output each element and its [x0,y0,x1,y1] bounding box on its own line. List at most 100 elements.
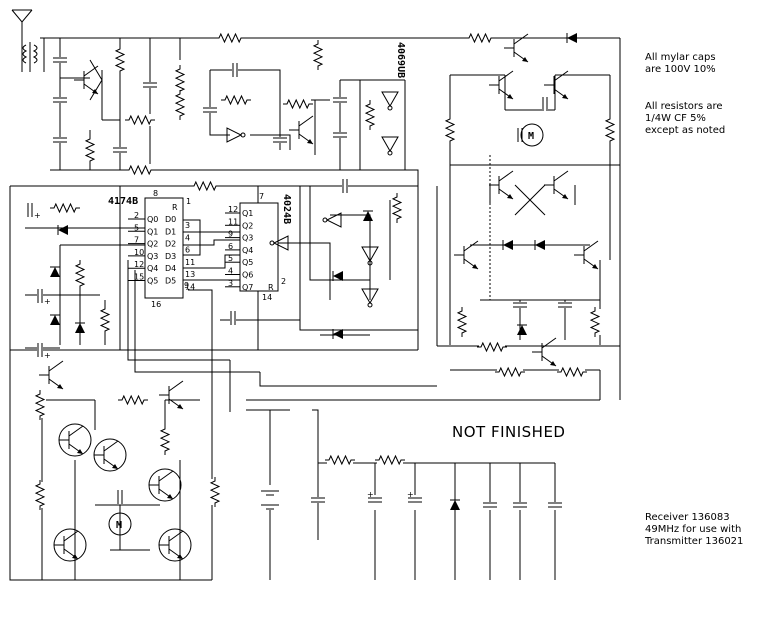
chip-u1-q-pin: 7 [134,236,139,245]
chip-u2-pin-14: 14 [262,293,272,302]
transistor-icon [39,360,64,390]
diode-icon [332,271,343,281]
chip-u3-part: 4069UB [395,42,406,78]
chip-u1-q-label: Q4 [147,264,158,273]
capacitor-bg [27,203,33,217]
resistor-zigzag [125,164,155,176]
chip-u2-q-label: Q1 [242,209,253,218]
capacitor-bg [483,502,497,508]
transistor-arrow [507,94,513,99]
transistor-icon [159,380,184,410]
resistor-zigzag [456,307,468,337]
components: +++++MM [27,32,616,562]
capacitor-bg [113,147,127,153]
capacitor-icon [483,502,497,508]
resistor-icon [589,307,601,337]
resistor-zigzag [34,390,46,420]
transistor-collector [168,530,184,542]
diode-body [75,323,85,333]
transistor-icon [489,170,514,200]
inverter-bubble [367,302,373,308]
resistor-icon [444,115,456,145]
inverter-bubble [387,150,393,156]
battery-icon [261,490,279,510]
diode-icon [75,322,85,333]
resistor-icon [215,32,245,44]
resistor-zigzag [283,98,313,110]
chip-u1-q-pin: 10 [134,248,144,257]
chip-u2-in-pin: 5 [228,254,233,263]
chip-u1-pin-1: 1 [186,197,191,206]
chip-u2-in-pin: 12 [228,205,238,214]
transistor-arrow [562,194,568,199]
resistor-icon [159,425,171,455]
capacitor-bg [408,497,422,503]
resistor-zigzag [391,193,403,223]
motor-body [108,512,132,536]
transistor-arrow [307,139,313,144]
chip-u2-r: R [268,283,274,292]
linear-section: 4069UB [209,42,406,170]
capacitor-icon [37,343,43,357]
capacitor-icon [548,502,562,508]
resistor-icon [34,390,46,420]
transistor-collector [63,530,79,542]
resistor-icon [391,193,403,223]
resistor-zigzag [444,115,456,145]
transistor-icon [148,468,182,502]
capacitor-bg [513,502,527,508]
resistor-icon [74,260,86,290]
capacitor-icon [143,82,157,88]
resistor-icon [604,115,616,145]
transistor-collector [541,337,557,349]
capacitor-bg [232,63,238,77]
capacitor-polarity: + [407,490,414,499]
chip-u1-q-label: Q1 [147,227,158,236]
transistor-collector [463,240,479,252]
resistor-icon [50,202,80,214]
transistor-arrow [72,554,78,559]
resistor-icon [174,65,186,95]
note-receiver-1: Receiver 136083 [645,512,730,523]
resistor-zigzag [375,454,405,466]
capacitor-polarity: + [44,297,51,306]
transistor-arrow [57,384,63,389]
resistor-icon [118,394,148,406]
chip-u1-d-pin: 3 [185,221,190,230]
transistor-icon [289,115,314,145]
resistor-zigzag [477,341,507,353]
transistor-arrow [177,404,183,409]
chip-u1-d-pin: 11 [185,258,195,267]
capacitor-polarity: + [44,351,51,360]
transistor-collector [553,170,569,182]
capacitor-bg [311,497,325,503]
inverter-body [361,246,379,263]
power-supply [246,409,556,580]
capacitor-bg [143,82,157,88]
diode-icon [450,499,460,510]
capacitor-icon [513,502,527,508]
capacitor-bg [117,490,123,504]
chip-u1-pins: Q02Q15Q27Q310Q412Q515D03D14D26D311D413D5… [128,211,195,292]
diode-body [333,329,343,339]
resistor-icon [456,307,468,337]
capacitor-icon [53,97,67,103]
chip-u1-pin-16: 16 [151,300,161,309]
transistor-arrow [522,57,528,62]
chip-u1-q-pin: 15 [134,273,144,282]
transistor-icon [489,70,514,100]
transistor-arrow [550,361,556,366]
capacitor-icon [368,497,382,503]
capacitor-icon [558,302,572,308]
capacitor-icon [27,203,33,217]
chip-u2-part: 4024B [281,194,292,224]
motor-icon: M [520,123,544,147]
chip-u1-d-label: D5 [165,277,176,286]
transistor-icon [532,337,557,367]
diode-icon [534,240,545,250]
inverter-body [381,91,399,108]
diode-icon [332,329,343,339]
transistor-arrow [472,264,478,269]
capacitor-bg [53,137,67,143]
chip-u1-d-label: D4 [165,264,176,273]
